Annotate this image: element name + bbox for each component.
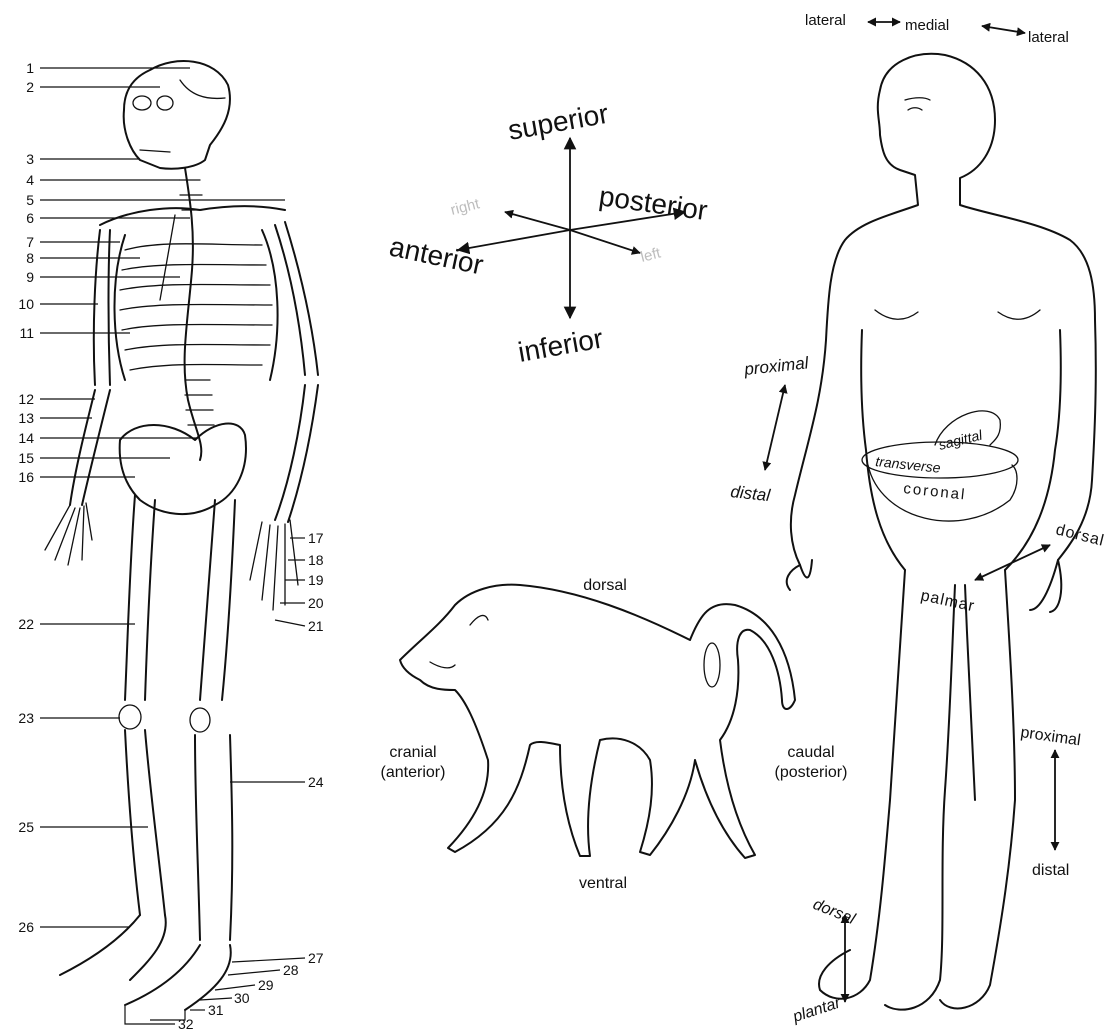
callout-23: 23 bbox=[18, 710, 34, 726]
callout-10: 10 bbox=[18, 296, 34, 312]
label-right: right bbox=[449, 195, 482, 219]
callout-29: 29 bbox=[258, 977, 274, 993]
callout-28: 28 bbox=[283, 962, 299, 978]
callout-16: 16 bbox=[18, 469, 34, 485]
baboon-cranial-paren: (anterior) bbox=[381, 764, 446, 781]
skeleton-callout-lines bbox=[40, 68, 305, 1024]
label-plantar: plantar bbox=[790, 994, 843, 1026]
label-leg-proximal: proximal bbox=[1019, 724, 1081, 749]
callout-2: 2 bbox=[26, 79, 34, 95]
label-arm-proximal: proximal bbox=[742, 353, 810, 379]
callout-14: 14 bbox=[18, 430, 34, 446]
label-coronal: coronal bbox=[903, 480, 968, 504]
baboon-ventral-label: ventral bbox=[579, 875, 627, 892]
baboon-drawing bbox=[400, 585, 795, 858]
callout-30: 30 bbox=[234, 990, 250, 1006]
label-palmar: palmar bbox=[919, 587, 976, 615]
callout-27: 27 bbox=[308, 950, 324, 966]
label-leg-distal: distal bbox=[1032, 862, 1069, 879]
right-arrow bbox=[505, 212, 570, 230]
label-inferior: inferior bbox=[516, 323, 606, 368]
callout-7: 7 bbox=[26, 234, 34, 250]
label-superior: superior bbox=[506, 98, 611, 146]
callout-19: 19 bbox=[308, 572, 324, 588]
left-arrow bbox=[570, 230, 640, 253]
callout-6: 6 bbox=[26, 210, 34, 226]
arm-proximal-distal-arrow bbox=[765, 385, 785, 470]
baboon-caudal-label: caudal bbox=[787, 744, 834, 761]
callout-13: 13 bbox=[18, 410, 34, 426]
callout-11: 11 bbox=[19, 325, 34, 341]
callout-25: 25 bbox=[18, 819, 34, 835]
baboon-caudal-paren: (posterior) bbox=[775, 764, 848, 781]
callout-18: 18 bbox=[308, 552, 324, 568]
label-medial: medial bbox=[905, 17, 949, 34]
label-posterior: posterior bbox=[597, 180, 709, 226]
baboon-cranial-label: cranial bbox=[389, 744, 436, 761]
baboon-dorsal-label: dorsal bbox=[583, 577, 627, 594]
callout-15: 15 bbox=[18, 450, 34, 466]
label-anterior: anterior bbox=[387, 231, 486, 281]
callout-17: 17 bbox=[308, 530, 324, 546]
label-lateral-left: lateral bbox=[805, 12, 846, 29]
label-left: left bbox=[639, 244, 663, 266]
callout-12: 12 bbox=[18, 391, 34, 407]
callout-3: 3 bbox=[26, 151, 34, 167]
hand-dorsal-palmar-arrow bbox=[975, 545, 1050, 580]
label-foot-dorsal: dorsal bbox=[811, 896, 858, 928]
callout-24: 24 bbox=[308, 774, 324, 790]
callout-22: 22 bbox=[18, 616, 34, 632]
callout-5: 5 bbox=[26, 192, 34, 208]
callout-1: 1 bbox=[26, 60, 34, 76]
callout-20: 20 bbox=[308, 595, 324, 611]
callout-26: 26 bbox=[18, 919, 34, 935]
direction-compass: superior inferior anterior posterior rig… bbox=[387, 98, 710, 368]
callout-31: 31 bbox=[208, 1002, 224, 1018]
callout-4: 4 bbox=[26, 172, 34, 188]
callout-8: 8 bbox=[26, 250, 34, 266]
callout-9: 9 bbox=[26, 269, 34, 285]
callout-32: 32 bbox=[178, 1016, 194, 1032]
label-lateral-right: lateral bbox=[1028, 29, 1069, 46]
skeleton-callout-numbers: 1 2 3 4 5 6 7 8 9 10 11 12 13 14 15 16 1… bbox=[18, 60, 323, 1032]
medial-lateral-arrow-right bbox=[982, 26, 1025, 33]
label-arm-distal: distal bbox=[730, 482, 773, 505]
callout-21: 21 bbox=[308, 618, 324, 634]
skeleton-drawing bbox=[45, 61, 318, 1010]
